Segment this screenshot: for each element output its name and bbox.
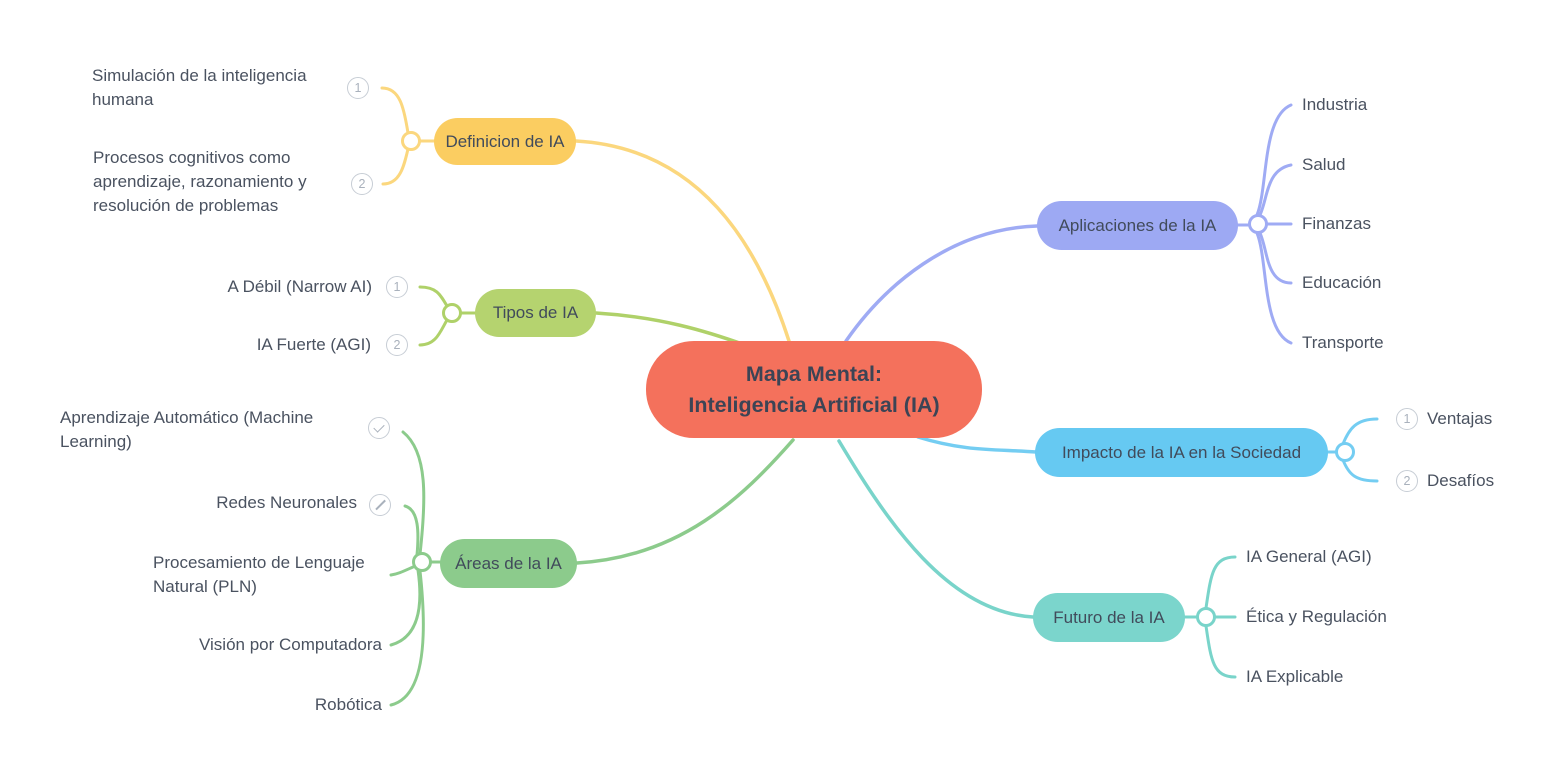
subtopic-vision[interactable]: Visión por Computadora: [198, 635, 382, 654]
topic-label: Impacto de la IA en la Sociedad: [1061, 442, 1302, 462]
child-line-robotica: [389, 569, 425, 707]
number-2-badge-icon: 2: [386, 334, 408, 356]
number-2-badge-icon: 2: [1396, 470, 1418, 492]
child-line-educacion: [1257, 229, 1293, 285]
subtopic-robotica[interactable]: Robótica: [314, 695, 382, 714]
topic-label: Aplicaciones de la IA: [1058, 215, 1217, 235]
slash-icon: [369, 494, 391, 516]
topic-impacto[interactable]: Impacto de la IA en la Sociedad: [1035, 428, 1328, 477]
child-line-fuerte: [418, 318, 449, 347]
child-line-transporte: [1255, 231, 1293, 345]
central-topic[interactable]: Mapa Mental: Inteligencia Artificial (IA…: [646, 341, 982, 438]
badge-number: 2: [1403, 474, 1411, 488]
badge-number: 1: [393, 280, 401, 294]
child-line-desafios: [1341, 458, 1379, 483]
branch-line-aplicaciones: [844, 224, 1039, 343]
subtopic-industria[interactable]: Industria: [1302, 95, 1368, 114]
topic-label: Futuro de la IA: [1053, 607, 1165, 627]
subtopic-salud[interactable]: Salud: [1302, 155, 1346, 174]
subtopic-transporte[interactable]: Transporte: [1302, 333, 1384, 352]
collapse-handle-definicion[interactable]: [401, 131, 421, 151]
subtopic-ia-general[interactable]: IA General (AGI): [1246, 547, 1372, 566]
subtopic-educacion[interactable]: Educación: [1302, 273, 1382, 292]
topic-label: Definicion de IA: [445, 131, 565, 151]
number-1-badge-icon: 1: [386, 276, 408, 298]
child-line-procesos: [381, 147, 410, 186]
collapse-handle-futuro[interactable]: [1196, 607, 1216, 627]
collapse-handle-tipos[interactable]: [442, 303, 462, 323]
check-icon: [368, 417, 390, 439]
subtopic-ia-explicable[interactable]: IA Explicable: [1246, 667, 1344, 686]
subtopic-simulacion[interactable]: Simulación de la inteligencia humana: [92, 66, 307, 109]
branch-line-definicion: [574, 139, 791, 343]
child-line-industria: [1255, 103, 1293, 217]
child-line-ventajas: [1341, 417, 1379, 446]
subtopic-desafios[interactable]: Desafíos: [1427, 471, 1495, 490]
child-line-debil: [418, 285, 449, 308]
number-2-badge-icon: 2: [351, 173, 373, 195]
child-line-pln: [389, 565, 415, 577]
child-line-machine-learning: [401, 430, 426, 556]
subtopic-ventajas[interactable]: Ventajas: [1427, 409, 1493, 428]
child-line-salud: [1257, 163, 1293, 219]
subtopic-finanzas[interactable]: Finanzas: [1302, 214, 1371, 233]
subtopic-debil[interactable]: A Débil (Narrow AI): [227, 277, 372, 296]
topic-futuro[interactable]: Futuro de la IA: [1033, 593, 1185, 642]
topic-areas[interactable]: Áreas de la IA: [440, 539, 577, 588]
child-line-redes: [403, 504, 420, 557]
subtopic-etica[interactable]: Ética y Regulación: [1246, 607, 1387, 626]
collapse-handle-areas[interactable]: [412, 552, 432, 572]
branch-line-futuro: [837, 439, 1035, 619]
subtopic-procesos[interactable]: Procesos cognitivos como aprendizaje, ra…: [93, 148, 307, 215]
branch-line-areas: [575, 438, 795, 565]
child-line-simulacion: [380, 86, 410, 135]
topic-tipos[interactable]: Tipos de IA: [475, 289, 596, 337]
branch-line-impacto: [916, 435, 1038, 454]
collapse-handle-aplicaciones[interactable]: [1248, 214, 1268, 234]
subtopic-redes[interactable]: Redes Neuronales: [216, 493, 357, 512]
central-topic-line2: Inteligencia Artificial (IA): [688, 392, 940, 417]
central-topic-line1: Mapa Mental:: [745, 361, 883, 386]
child-line-ia-general: [1204, 555, 1237, 610]
badge-number: 2: [393, 338, 401, 352]
child-line-vision: [389, 568, 422, 647]
badge-number: 2: [358, 177, 366, 191]
subtopic-pln[interactable]: Procesamiento de Lenguaje Natural (PLN): [153, 553, 365, 596]
topic-label: Tipos de IA: [492, 303, 579, 322]
subtopic-machine-learning[interactable]: Aprendizaje Automático (Machine Learning…: [60, 408, 314, 451]
badge-number: 1: [1403, 412, 1411, 426]
number-1-badge-icon: 1: [347, 77, 369, 99]
number-1-badge-icon: 1: [1396, 408, 1418, 430]
subtopic-fuerte[interactable]: IA Fuerte (AGI): [256, 335, 371, 354]
topic-label: Áreas de la IA: [455, 553, 562, 573]
child-line-ia-explicable: [1204, 624, 1237, 679]
collapse-handle-impacto[interactable]: [1335, 442, 1355, 462]
branch-line-tipos: [594, 311, 747, 347]
topic-definicion[interactable]: Definicion de IA: [434, 118, 576, 165]
topic-aplicaciones[interactable]: Aplicaciones de la IA: [1037, 201, 1238, 250]
badge-number: 1: [354, 81, 362, 95]
